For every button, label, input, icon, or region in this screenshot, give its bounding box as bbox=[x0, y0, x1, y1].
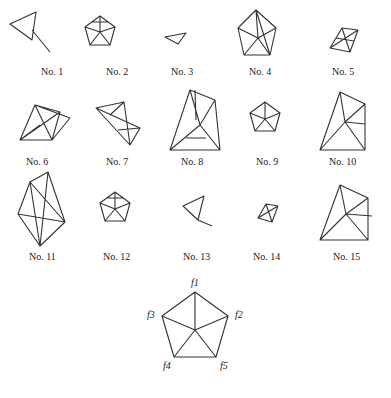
figure-number: No. 12 bbox=[103, 252, 130, 262]
figure-number: No. 6 bbox=[26, 157, 48, 167]
figure-number: No. 15 bbox=[333, 252, 360, 262]
face-label: f4 bbox=[163, 361, 171, 371]
figure-number: No. 10 bbox=[329, 157, 356, 167]
figure-number: No. 4 bbox=[249, 67, 271, 77]
figure-number: No. 7 bbox=[106, 157, 128, 167]
face-label: f2 bbox=[235, 310, 243, 320]
face-label: f5 bbox=[220, 361, 228, 371]
figure-number: No. 8 bbox=[181, 157, 203, 167]
figure-number: No. 14 bbox=[253, 252, 280, 262]
figure-number: No. 9 bbox=[256, 157, 278, 167]
figure-number: No. 3 bbox=[171, 67, 193, 77]
face-label: f3 bbox=[147, 310, 155, 320]
figure-number: No. 11 bbox=[29, 252, 56, 262]
figure-number: No. 1 bbox=[41, 67, 63, 77]
figure-number: No. 5 bbox=[332, 67, 354, 77]
face-label: f1 bbox=[191, 278, 199, 288]
figure-number: No. 13 bbox=[183, 252, 210, 262]
figure-number: No. 2 bbox=[106, 67, 128, 77]
